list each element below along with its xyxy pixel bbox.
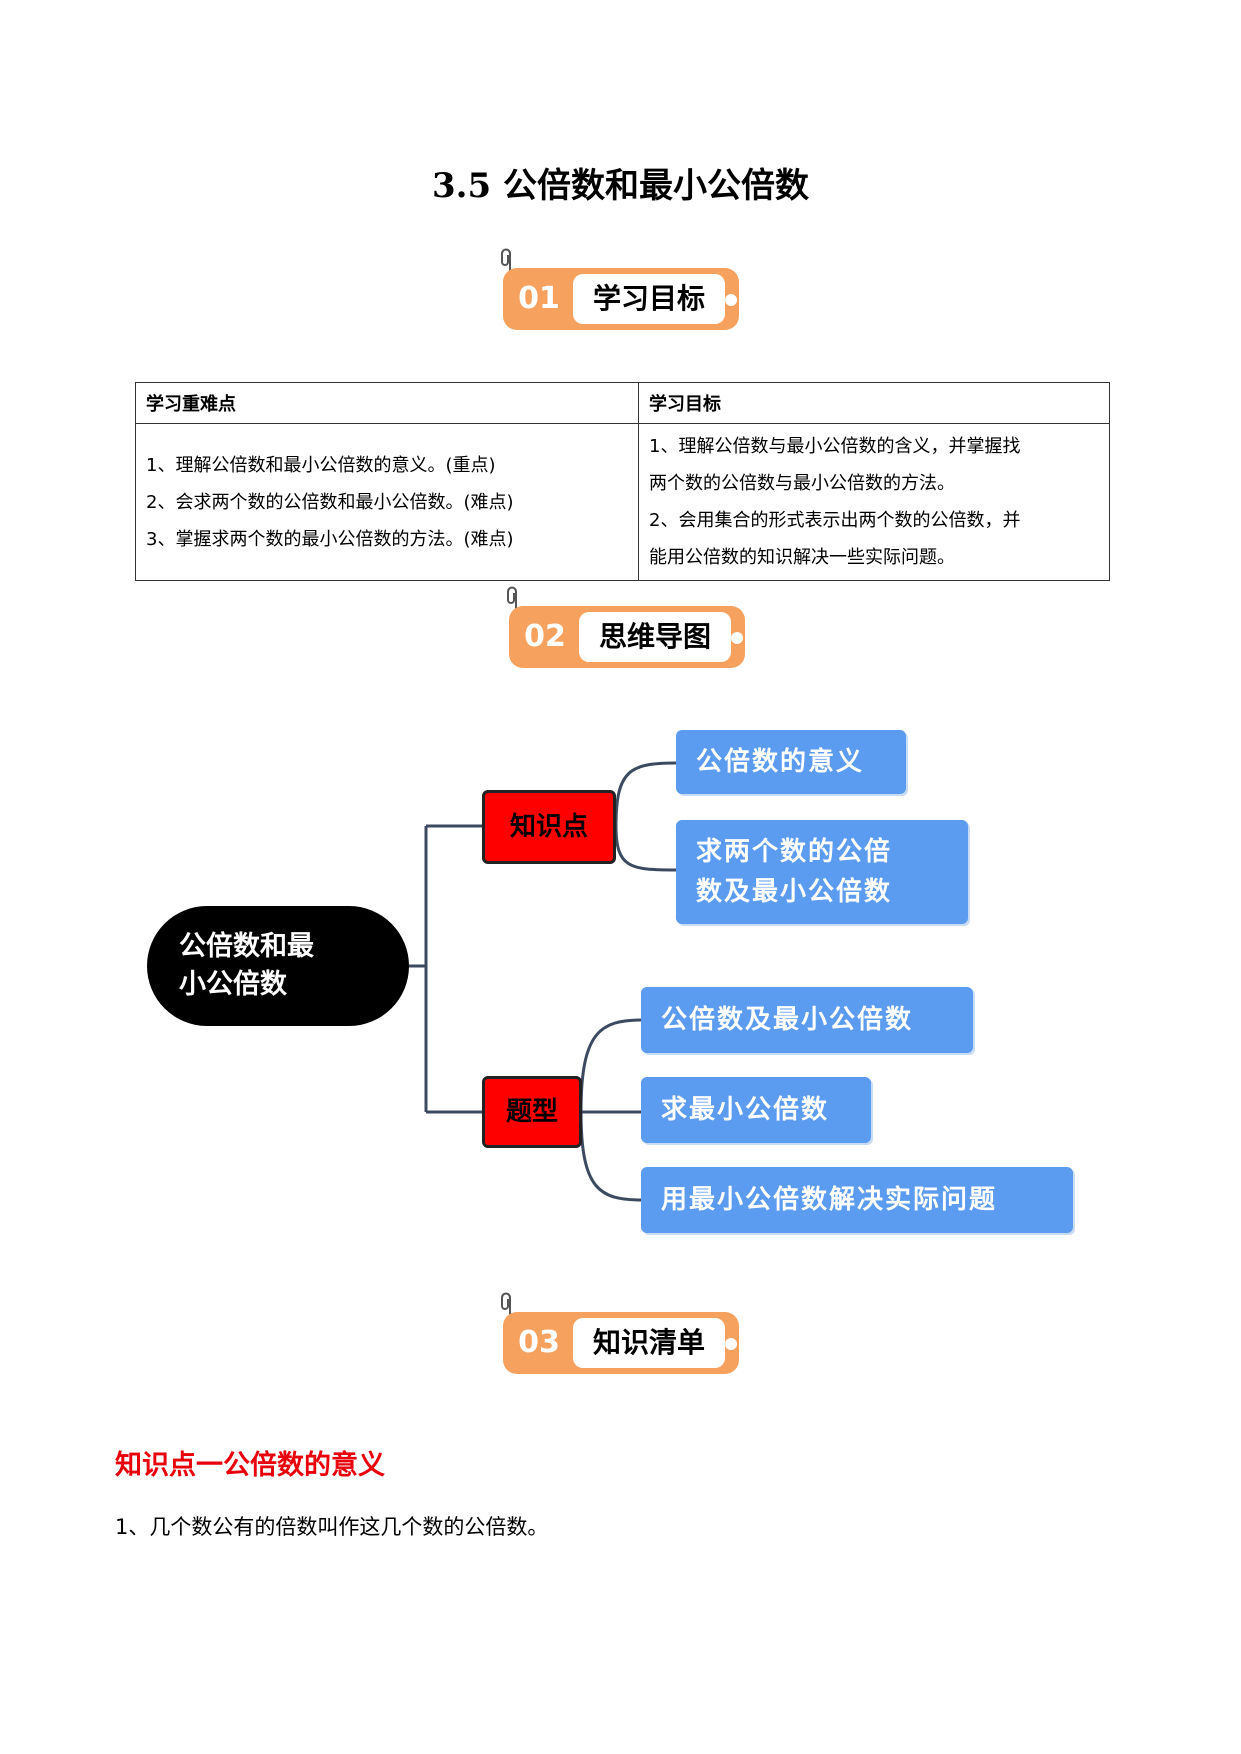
badge-label: 思维导图 <box>579 612 731 662</box>
list-item: 3、掌握求两个数的最小公倍数的方法。(难点) <box>146 528 514 550</box>
root-line: 公倍数和最 <box>179 931 314 962</box>
section-heading: 知识点一公倍数的意义 <box>115 1450 385 1481</box>
table-cell-difficulties: 1、理解公倍数和最小公倍数的意义。(重点) 2、会求两个数的公倍数和最小公倍数。… <box>135 423 639 581</box>
mindmap-leaf: 公倍数的意义 <box>676 730 906 794</box>
list-item: 能用公倍数的知识解决一些实际问题。 <box>649 547 955 568</box>
mindmap-leaf: 求最小公倍数 <box>641 1077 871 1143</box>
badge-number: 03 <box>518 1325 560 1360</box>
leaf-line: 求两个数的公倍 <box>696 837 893 867</box>
badge-number: 01 <box>518 281 560 316</box>
table-header-difficulties: 学习重难点 <box>135 382 639 424</box>
badge-notch <box>725 294 737 306</box>
paperclip-icon <box>507 586 517 610</box>
badge-number: 02 <box>524 619 566 654</box>
list-item: 1、理解公倍数与最小公倍数的含义，并掌握找 <box>649 436 1021 457</box>
badge-notch <box>731 632 743 644</box>
section-badge-mindmap: 02 思维导图 <box>505 584 745 674</box>
mindmap-leaf: 公倍数及最小公倍数 <box>641 987 973 1053</box>
list-item: 1、理解公倍数和最小公倍数的意义。(重点) <box>146 454 496 476</box>
mindmap-root: 公倍数和最 小公倍数 <box>147 906 409 1026</box>
leaf-line: 数及最小公倍数 <box>696 877 893 907</box>
page-title: 3.5 公倍数和最小公倍数 <box>432 166 809 206</box>
badge-notch <box>725 1338 737 1350</box>
list-item: 两个数的公倍数与最小公倍数的方法。 <box>649 473 955 494</box>
badge-label: 学习目标 <box>573 274 725 324</box>
mindmap-leaf: 用最小公倍数解决实际问题 <box>641 1167 1073 1233</box>
mindmap-branch-knowledge: 知识点 <box>482 790 616 864</box>
paperclip-icon <box>501 1292 511 1316</box>
table-cell-goals: 1、理解公倍数与最小公倍数的含义，并掌握找 两个数的公倍数与最小公倍数的方法。 … <box>638 423 1110 581</box>
list-item: 2、会求两个数的公倍数和最小公倍数。(难点) <box>146 491 514 513</box>
paragraph: 1、几个数公有的倍数叫作这几个数的公倍数。 <box>115 1515 549 1539</box>
goals-table: 学习重难点 学习目标 1、理解公倍数和最小公倍数的意义。(重点) 2、会求两个数… <box>135 382 1110 581</box>
mindmap-branch-types: 题型 <box>482 1076 582 1148</box>
mindmap-leaf: 求两个数的公倍 数及最小公倍数 <box>676 820 968 924</box>
paperclip-icon <box>501 248 511 272</box>
list-item: 2、会用集合的形式表示出两个数的公倍数，并 <box>649 510 1021 531</box>
section-badge-knowledge-list: 03 知识清单 <box>499 1290 739 1380</box>
badge-label: 知识清单 <box>573 1318 725 1368</box>
root-line: 小公倍数 <box>179 969 287 1000</box>
section-badge-goals: 01 学习目标 <box>499 246 739 336</box>
